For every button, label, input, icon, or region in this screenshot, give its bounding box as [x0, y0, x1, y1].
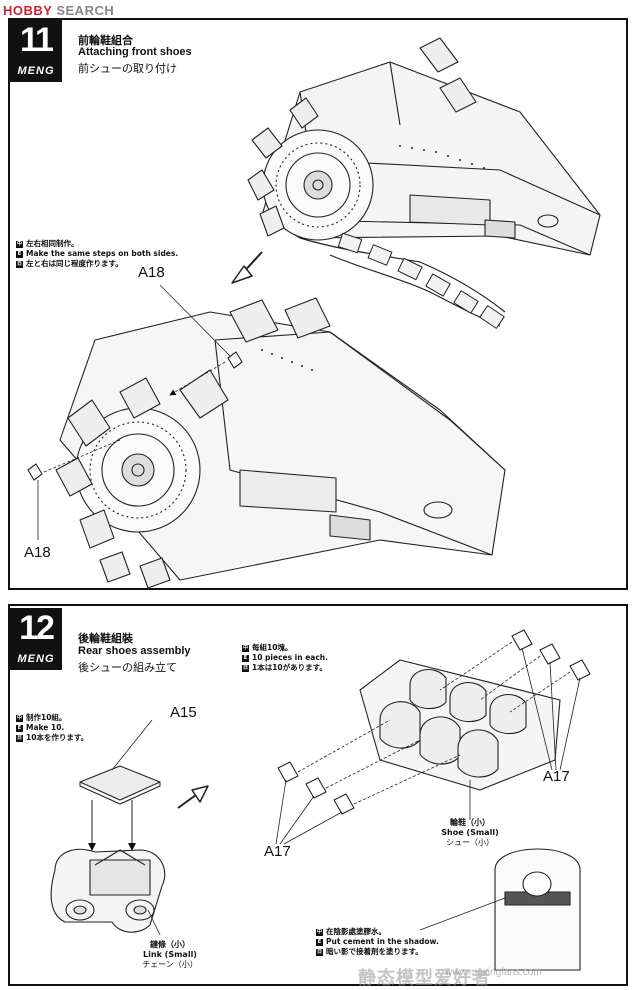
square-bullet-icon: 中: [16, 240, 23, 248]
note-jp: 左と右は同じ程度作ります。: [26, 259, 123, 268]
watermark-text: 静态模型爱好者: [358, 968, 491, 989]
note-cn: 在陰影處塗膠水。: [326, 927, 386, 936]
step-12-title-en: Rear shoes assembly: [78, 645, 191, 657]
step-number: 12: [19, 609, 55, 647]
label-cn: 輪鞋（小）: [450, 818, 490, 827]
cement-detail: [419, 848, 581, 971]
note-jp: 10本を作ります。: [26, 733, 89, 742]
shoe-small-chain: [275, 629, 591, 845]
square-bullet-icon: E: [242, 654, 249, 662]
square-bullet-icon: 日: [16, 734, 23, 742]
label-jp: シュー（小）: [446, 838, 494, 847]
note-en: Make the same steps on both sides.: [26, 249, 179, 258]
square-bullet-icon: E: [316, 938, 323, 946]
step-number: 11: [20, 21, 54, 59]
callout-a18-top: A18: [138, 264, 165, 281]
note-cn: 每組10塊。: [252, 643, 293, 652]
square-bullet-icon: 日: [16, 260, 23, 268]
note-jp: 1本は10があります。: [252, 663, 327, 672]
label-en: Shoe (Small): [441, 828, 499, 837]
note-cn: 左右相同制作。: [26, 239, 79, 248]
front-drive-assembly-bottom: [27, 284, 506, 589]
arrow-icon: [231, 251, 263, 284]
callout-a15: A15: [170, 704, 197, 721]
note-en: Make 10.: [26, 723, 65, 732]
callout-a17-left: A17: [264, 843, 291, 860]
note-cn: 制作10組。: [26, 713, 67, 722]
callout-a17-right: A17: [543, 768, 570, 785]
link-small-label: 鏈條（小） Link (Small) チェーン（小）: [130, 940, 210, 970]
arrow-icon: [177, 785, 209, 809]
note-en: 10 pieces in each.: [252, 653, 328, 662]
step-11-title-jp: 前シューの取り付け: [78, 62, 177, 75]
label-en: Link (Small): [143, 950, 197, 959]
step-11-title-cn: 前輪鞋組合: [78, 34, 133, 47]
brand-mark: MENG: [17, 65, 55, 77]
logo-search: SEARCH: [56, 3, 115, 18]
note-en: Put cement in the shadow.: [326, 937, 439, 946]
step-11-badge: 11 MENG: [10, 20, 62, 82]
step-12-title-jp: 後シューの組み立て: [78, 661, 177, 674]
label-cn: 鏈條（小）: [150, 940, 190, 949]
shoe-small-label: 輪鞋（小） Shoe (Small) シュー（小）: [430, 818, 510, 848]
step-11-title-en: Attaching front shoes: [78, 46, 192, 58]
logo-hobby: HOBBY: [3, 3, 53, 18]
step-12-title-cn: 後輪鞋組裝: [78, 632, 133, 645]
brand-mark: MENG: [17, 653, 55, 665]
hobbysearch-logo: HOBBY SEARCH: [3, 3, 114, 18]
label-jp: チェーン（小）: [142, 960, 198, 969]
square-bullet-icon: 日: [242, 664, 249, 672]
square-bullet-icon: 中: [316, 928, 323, 936]
square-bullet-icon: 中: [242, 644, 249, 652]
square-bullet-icon: 日: [316, 948, 323, 956]
note-jp: 暗い影で接着剤を塗ります。: [326, 947, 423, 956]
callout-a18-bottom: A18: [24, 544, 51, 561]
link-small-assembly: [50, 719, 166, 936]
front-drive-assembly-top: [247, 37, 601, 329]
square-bullet-icon: 中: [16, 714, 23, 722]
step-12-badge: 12 MENG: [10, 608, 62, 670]
square-bullet-icon: E: [16, 724, 23, 732]
square-bullet-icon: E: [16, 250, 23, 258]
watermark-url: www.moxingfans.com: [445, 967, 542, 978]
